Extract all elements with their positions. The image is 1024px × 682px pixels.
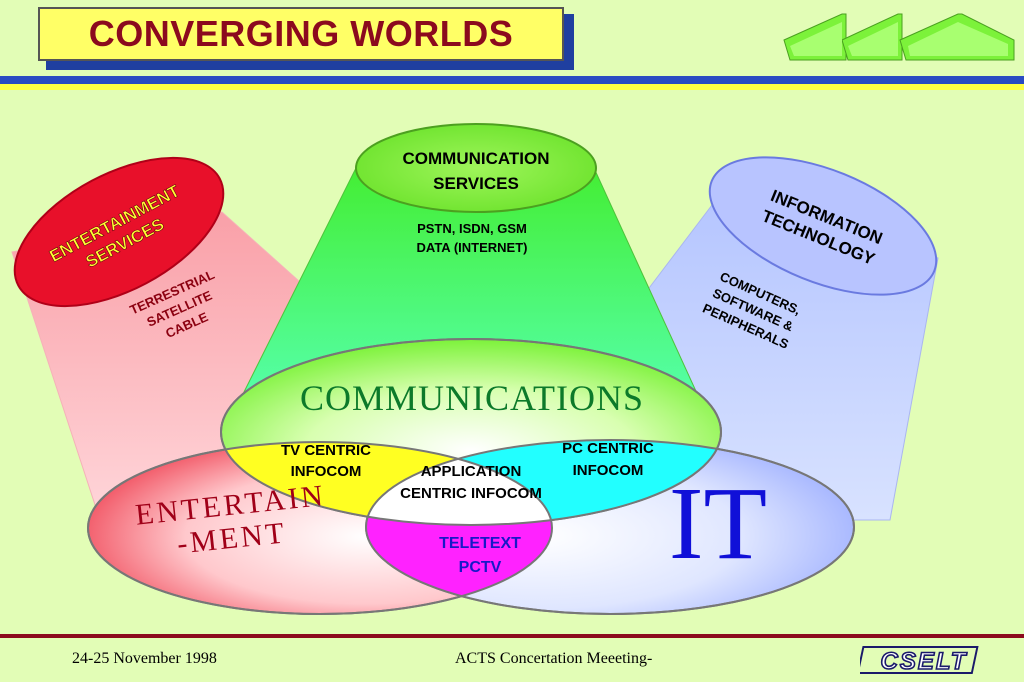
communication-services-label: SERVICES (433, 174, 519, 193)
footer-event: ACTS Concertation Meeeting- (455, 650, 653, 667)
footer-date: 24-25 November 1998 (72, 650, 217, 667)
header-rule-blue (0, 76, 1024, 84)
pc-centric-label: PC CENTRIC (562, 440, 654, 457)
communication-services-ellipse (355, 123, 597, 213)
application-centric-label: CENTRIC INFOCOM (400, 485, 542, 502)
page-title: CONVERGING WORLDS (88, 13, 514, 54)
arrows-logo-icon (783, 13, 1015, 61)
tv-centric-label: INFOCOM (291, 463, 362, 480)
entertainment-services-ellipse (13, 156, 225, 308)
teletext-label: PCTV (459, 559, 502, 576)
footer-rule (0, 634, 1024, 638)
teletext-label: TELETEXT (439, 535, 521, 552)
pc-centric-label: INFOCOM (573, 462, 644, 479)
information-technology-ellipse (708, 156, 938, 296)
communication-services-detail: DATA (INTERNET) (417, 240, 528, 255)
it-label: IT (669, 466, 767, 581)
tv-centric-label: TV CENTRIC (281, 442, 371, 459)
application-centric-label: APPLICATION (421, 463, 522, 480)
svg-text:CSELT: CSELT (881, 648, 968, 675)
application-centric-region (366, 442, 552, 525)
communication-services-detail: PSTN, ISDN, GSM (417, 221, 527, 236)
cselt-logo: CSELT (860, 646, 979, 676)
communications-label: COMMUNICATIONS (300, 378, 644, 418)
header-rule-yellow (0, 84, 1024, 90)
title-box: CONVERGING WORLDS (38, 7, 564, 61)
communication-services-label: COMMUNICATION (403, 149, 550, 168)
